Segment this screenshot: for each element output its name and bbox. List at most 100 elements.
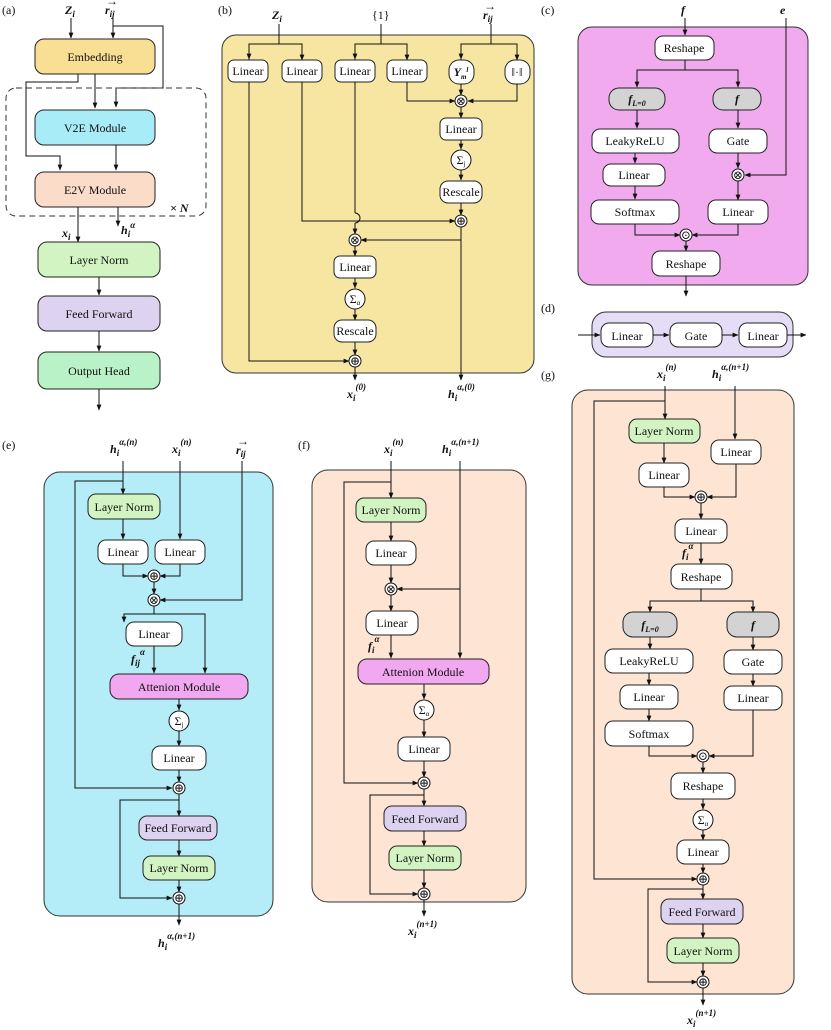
svg-text:Linear: Linear: [648, 468, 679, 482]
svg-text:Σα: Σα: [350, 292, 361, 307]
svg-text:(f): (f): [298, 438, 310, 452]
panel-b: (b) Zi {1} rij → Linear Linear Linear Li…: [218, 0, 535, 403]
panel-d: (d) Linear Gate Linear: [541, 301, 807, 358]
svg-text:xi(n): xi(n): [656, 362, 677, 383]
panel-g: (g) xi(n) hiα,(n+1) Layer Norm Linear Li…: [541, 362, 795, 1029]
e2v-block: [34, 171, 156, 208]
svg-text:Gate: Gate: [727, 134, 750, 148]
input-r: rij: [105, 3, 115, 19]
svg-text:(d): (d): [541, 301, 555, 315]
svg-text:⊕: ⊕: [174, 781, 184, 795]
svg-text:Linear: Linear: [286, 64, 317, 78]
svg-text:Σj: Σj: [457, 153, 466, 168]
svg-text:e: e: [780, 3, 786, 17]
panel-a: (a) Zi rij → Embedding V2E Module E2V Mo…: [2, 0, 207, 411]
output-h: hiα: [121, 220, 136, 239]
svg-text:Layer Norm: Layer Norm: [396, 851, 456, 865]
svg-text:Layer Norm: Layer Norm: [674, 944, 734, 958]
svg-text:Σj: Σj: [175, 714, 184, 729]
svg-text:xi(n+1): xi(n+1): [686, 1008, 716, 1029]
svg-text:Zi: Zi: [271, 8, 282, 24]
input-z: Zi: [64, 3, 75, 19]
svg-text:Linear: Linear: [633, 690, 664, 704]
svg-text:xi(n): xi(n): [171, 437, 192, 458]
svg-text:⊕: ⊕: [698, 872, 708, 886]
svg-text:(g): (g): [541, 368, 555, 382]
svg-text:LeakyReLU: LeakyReLU: [619, 654, 679, 668]
svg-text:hiα,(n+1): hiα,(n+1): [158, 931, 195, 952]
svg-text:Linear: Linear: [339, 260, 370, 274]
svg-text:hiα,(n+1): hiα,(n+1): [712, 362, 749, 383]
svg-text:Feed Forward: Feed Forward: [66, 307, 133, 321]
svg-text:Linear: Linear: [685, 524, 716, 538]
svg-text:Linear: Linear: [164, 545, 195, 559]
svg-text:⊕: ⊕: [350, 354, 360, 368]
svg-text:Feed Forward: Feed Forward: [392, 812, 459, 826]
svg-text:Feed Forward: Feed Forward: [669, 905, 736, 919]
svg-text:Reshape: Reshape: [666, 257, 707, 271]
svg-text:⊕: ⊕: [456, 214, 466, 228]
svg-text:Attenion Module: Attenion Module: [138, 680, 220, 694]
svg-text:⊗: ⊗: [456, 94, 466, 108]
svg-text:Linear: Linear: [375, 546, 406, 560]
panel-a-letter: (a): [2, 3, 15, 17]
svg-text:Linear: Linear: [618, 168, 649, 182]
panel-c: (c) f e Reshape fL=0 f LeakyReLU Gate ⊗ …: [541, 3, 809, 297]
svg-text:Layer Norm: Layer Norm: [150, 861, 210, 875]
svg-text:⊗: ⊗: [350, 233, 360, 247]
svg-text:Linear: Linear: [445, 122, 476, 136]
svg-text:⊕: ⊕: [419, 776, 429, 790]
svg-text:Linear: Linear: [720, 445, 751, 459]
svg-text:hiα,(n): hiα,(n): [110, 437, 137, 458]
svg-text:→: →: [484, 0, 496, 13]
svg-text:Softmax: Softmax: [629, 727, 670, 741]
svg-text:⊕: ⊕: [174, 891, 184, 905]
svg-text:→: →: [106, 0, 118, 8]
panel-c-bg: [577, 26, 809, 286]
svg-text:rij: rij: [483, 8, 493, 24]
svg-text:⊙: ⊙: [698, 749, 708, 763]
svg-text:f: f: [735, 92, 740, 106]
svg-text:Reshape: Reshape: [683, 779, 724, 793]
svg-text:Linear: Linear: [391, 64, 422, 78]
svg-text:‖·‖: ‖·‖: [512, 65, 523, 79]
svg-text:Σα: Σα: [698, 813, 709, 828]
svg-text:Linear: Linear: [737, 691, 768, 705]
svg-text:⊗: ⊗: [386, 582, 396, 596]
svg-text:Softmax: Softmax: [615, 205, 656, 219]
svg-text:rij: rij: [236, 443, 246, 459]
svg-text:⊕: ⊕: [419, 887, 429, 901]
svg-text:Attenion Module: Attenion Module: [382, 665, 464, 679]
v2e-block: [34, 109, 156, 146]
svg-text:hiα,(0): hiα,(0): [448, 382, 475, 403]
repeat-label: × N: [170, 201, 190, 215]
svg-text:xi(0): xi(0): [346, 382, 366, 403]
svg-text:hiα,(n+1): hiα,(n+1): [442, 437, 479, 458]
panel-b-bg: [221, 34, 535, 374]
panel-e: (e) hiα,(n) xi(n) rij → Layer Norm Linea…: [2, 434, 274, 952]
svg-text:Rescale: Rescale: [336, 324, 373, 338]
svg-text:Linear: Linear: [339, 64, 370, 78]
svg-text:Output Head: Output Head: [68, 364, 130, 378]
svg-text:{1}: {1}: [372, 8, 390, 22]
panel-f-bg: [311, 469, 527, 903]
svg-text:Linear: Linear: [722, 205, 753, 219]
output-x: xi: [61, 226, 71, 242]
e2v-label: E2V Module: [64, 183, 126, 197]
svg-text:⊕: ⊕: [149, 569, 159, 583]
svg-text:⊗: ⊗: [733, 168, 743, 182]
svg-text:(b): (b): [218, 3, 232, 17]
svg-text:f: f: [681, 3, 686, 17]
svg-text:Layer Norm: Layer Norm: [95, 500, 155, 514]
svg-text:xi(n): xi(n): [383, 437, 404, 458]
svg-text:Reshape: Reshape: [664, 41, 705, 55]
svg-text:LeakyReLU: LeakyReLU: [605, 134, 665, 148]
panel-f: (f) xi(n) hiα,(n+1) Layer Norm Linear ⊗ …: [298, 437, 527, 940]
svg-text:Feed Forward: Feed Forward: [145, 821, 212, 835]
svg-text:Rescale: Rescale: [442, 185, 479, 199]
svg-text:Layer Norm: Layer Norm: [635, 424, 695, 438]
repeat-box: [5, 87, 207, 217]
svg-text:⊗: ⊗: [149, 593, 159, 607]
svg-text:Linear: Linear: [232, 64, 263, 78]
svg-text:xi(n+1): xi(n+1): [407, 919, 437, 940]
